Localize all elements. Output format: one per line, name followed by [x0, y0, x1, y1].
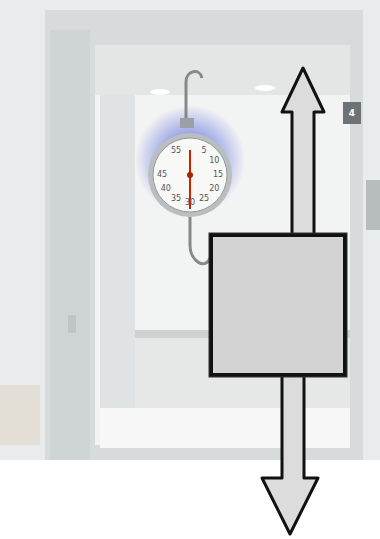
- dial-number: 35: [171, 195, 181, 203]
- force-arrow-down: [262, 375, 318, 534]
- exit-sign: [366, 180, 380, 230]
- dial-number: 25: [199, 195, 209, 203]
- ground: [0, 460, 380, 539]
- floor-sign: [343, 102, 361, 124]
- door-frame: [45, 10, 363, 460]
- sketch-outline: [209, 233, 347, 377]
- side-wall: [100, 95, 135, 440]
- needle-pivot: [187, 172, 193, 178]
- dial-number: 5: [201, 147, 206, 155]
- top-hook: [186, 72, 202, 122]
- scale-needle: [189, 150, 191, 175]
- ceiling-light: [255, 85, 275, 91]
- car-interior: [95, 45, 350, 445]
- door-left: [50, 30, 90, 460]
- bench: [0, 385, 40, 445]
- floor: [100, 408, 350, 448]
- ceiling-light: [150, 89, 170, 95]
- mass-box: [211, 235, 345, 375]
- scale-mount: [180, 118, 194, 128]
- wall: [0, 0, 380, 460]
- dial-number: 15: [213, 171, 223, 179]
- dial-number: 45: [157, 171, 167, 179]
- floor-number: 4: [349, 109, 355, 118]
- dial-number: 20: [209, 185, 219, 193]
- dial-number: 55: [171, 147, 181, 155]
- force-arrow-up: [282, 68, 324, 235]
- dial-number: 30: [185, 199, 195, 207]
- scale-dial: [153, 138, 227, 212]
- scale-rim: [148, 133, 232, 217]
- bottom-hook: [190, 217, 210, 264]
- call-button: [68, 315, 76, 333]
- dial-number: 40: [161, 185, 171, 193]
- dial-number: 10: [209, 157, 219, 165]
